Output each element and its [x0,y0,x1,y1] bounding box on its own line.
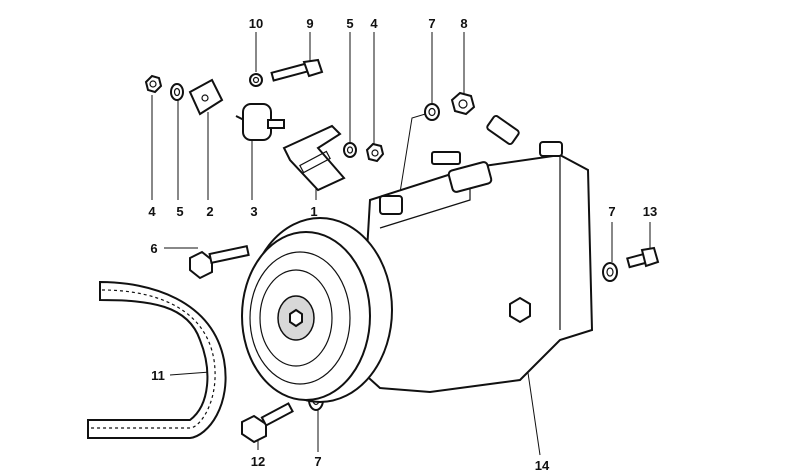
callout-4-top: 4 [370,16,378,31]
nut-4-top [365,142,385,163]
bolt-9 [270,58,324,82]
callout-12: 12 [251,454,265,469]
callout-8: 8 [460,16,467,31]
callout-labels: 10 9 5 4 7 8 4 5 2 3 1 7 13 6 11 12 7 14 [148,16,657,473]
callout-2: 2 [206,204,213,219]
washer-10 [249,73,263,87]
washer-7-right [602,262,618,282]
callout-9: 9 [306,16,313,31]
callout-5-bottom: 5 [176,204,183,219]
washer-7-top [424,103,440,121]
callout-10: 10 [249,16,263,31]
nut-4-left [144,74,163,94]
callout-13: 13 [643,204,657,219]
nut-8 [450,91,476,116]
washer-5-top [343,142,357,158]
callout-7-top: 7 [428,16,435,31]
bolt-6 [189,244,250,280]
callout-6: 6 [150,241,157,256]
bracket-1 [282,124,346,192]
callout-5-top: 5 [346,16,353,31]
callout-4-bottom: 4 [148,204,156,219]
callout-1: 1 [310,204,317,219]
callout-7-right: 7 [608,204,615,219]
plate-2 [188,78,224,116]
washer-5-left [170,83,184,101]
callout-14: 14 [535,458,550,473]
rubber-mount-3 [235,103,285,141]
callout-7-bottom: 7 [314,454,321,469]
bolt-13 [626,246,660,269]
compressor-14 [241,115,594,403]
bolt-12 [241,402,294,444]
drive-belt-11 [87,280,227,439]
callout-3: 3 [250,204,257,219]
callout-11: 11 [151,368,165,383]
